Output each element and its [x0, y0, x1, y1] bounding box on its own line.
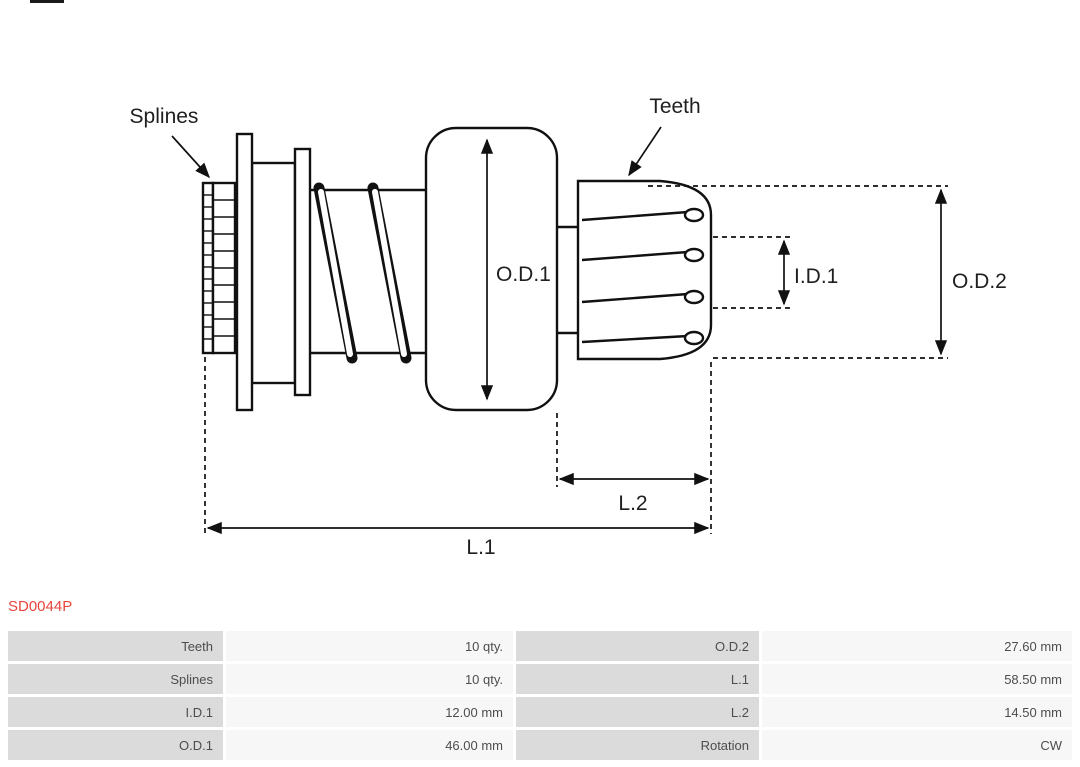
spec-value: 46.00 mm	[226, 730, 513, 760]
spec-value: 27.60 mm	[762, 631, 1072, 661]
l1-dimension-label: L.1	[466, 536, 495, 559]
spec-value: 58.50 mm	[762, 664, 1072, 694]
pinion-gear	[576, 179, 713, 361]
spec-label: L.2	[516, 697, 759, 727]
spec-value: 10 qty.	[226, 664, 513, 694]
spec-label: L.1	[516, 664, 759, 694]
spec-value: 12.00 mm	[226, 697, 513, 727]
part-number: SD0044P	[8, 598, 73, 615]
logo-fragment	[30, 0, 64, 3]
teeth-callout-label: Teeth	[649, 95, 700, 118]
dimension-arrows	[206, 138, 948, 535]
callout-arrows	[171, 126, 662, 179]
spring	[313, 182, 412, 364]
neck	[557, 225, 578, 335]
od1-dimension-label: O.D.1	[496, 263, 551, 286]
id1-dimension-label: I.D.1	[794, 265, 838, 288]
spec-value: CW	[762, 730, 1072, 760]
spec-label: I.D.1	[8, 697, 223, 727]
spec-label: Splines	[8, 664, 223, 694]
od2-dimension-label: O.D.2	[952, 270, 1007, 293]
specs-table: Teeth 10 qty. O.D.2 27.60 mm Splines 10 …	[8, 631, 1072, 760]
l2-dimension-label: L.2	[618, 492, 647, 515]
spec-value: 10 qty.	[226, 631, 513, 661]
technical-drawing: Splines Teeth O.D.1 I.D.1 O.D.2 L.2 L.1	[130, 95, 1007, 559]
spec-label: Teeth	[8, 631, 223, 661]
spec-label: O.D.1	[8, 730, 223, 760]
spec-label: O.D.2	[516, 631, 759, 661]
spec-value: 14.50 mm	[762, 697, 1072, 727]
spec-label: Rotation	[516, 730, 759, 760]
flange-plates	[235, 132, 312, 412]
splines-callout-label: Splines	[130, 105, 199, 128]
splined-shaft	[201, 181, 237, 355]
extension-lines	[204, 185, 948, 534]
